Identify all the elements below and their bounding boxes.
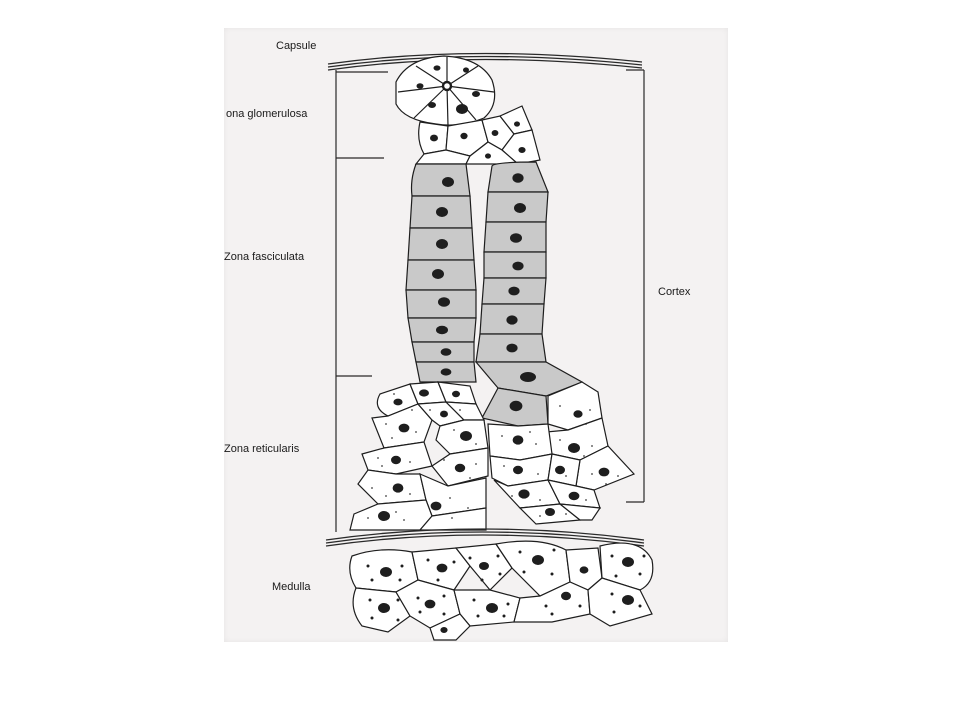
label-zona-fasciculata: Zona fasciculata [224, 251, 305, 263]
corticomedullary-boundary [325, 528, 645, 547]
label-cortex: Cortex [658, 286, 691, 298]
capsule-layer [327, 52, 643, 71]
zone-bracket-left [335, 70, 388, 532]
label-zona-reticularis: Zona reticularis [224, 443, 300, 455]
label-capsule: Capsule [276, 40, 317, 52]
cortex-bracket-right [626, 69, 645, 503]
label-zona-glomerulosa: ona glomerulosa [226, 108, 308, 120]
label-medulla: Medulla [272, 581, 311, 593]
zona-reticularis-cells [349, 381, 636, 531]
medulla-cells [349, 540, 654, 641]
zona-glomerulosa-cells [395, 55, 541, 165]
zona-fasciculata-cells [405, 161, 584, 427]
